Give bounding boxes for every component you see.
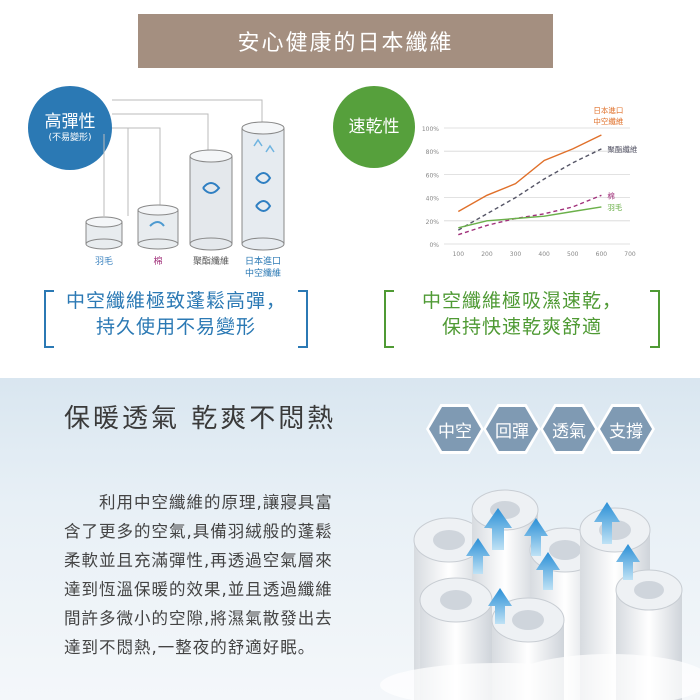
up-arrow-icon xyxy=(524,518,548,556)
tag-support-label: 支撐 xyxy=(600,407,652,451)
statement-elasticity-line1: 中空纖維極致蓬鬆高彈， xyxy=(65,290,286,312)
up-arrow-icon xyxy=(536,552,560,590)
warm-description: 利用中空纖維的原理,讓寢具富 含了更多的空氣,具備羽絨般的蓬鬆 柔軟並且充滿彈性… xyxy=(64,488,382,662)
series-line xyxy=(458,206,602,229)
y-tick-label: 20% xyxy=(426,219,440,226)
fiber-tubes-illustration xyxy=(380,489,700,700)
description-line: 間許多微小的空隙,將濕氣散發出去 xyxy=(64,609,333,628)
connector-lines xyxy=(103,99,263,216)
label-hollow-fiber-1: 日本進口 xyxy=(245,255,281,267)
label-hollow-fiber-2: 中空纖維 xyxy=(245,267,281,279)
y-tick-label: 80% xyxy=(426,149,440,156)
x-tick-label: 600 xyxy=(596,251,608,258)
bracket-left xyxy=(384,290,394,348)
description-line: 含了更多的空氣,具備羽絨般的蓬鬆 xyxy=(64,522,333,541)
description-line: 利用中空纖維的原理,讓寢具富 xyxy=(64,493,333,512)
top-banner: 安心健康的日本纖維 xyxy=(138,14,553,68)
x-tick-label: 300 xyxy=(510,251,522,258)
label-feather: 羽毛 xyxy=(95,255,113,267)
mist xyxy=(380,654,700,700)
tag-resilience-label: 回彈 xyxy=(486,407,538,451)
up-arrow-icon xyxy=(466,538,490,574)
elasticity-badge-subtitle: (不易變形) xyxy=(48,133,92,143)
bracket-right xyxy=(650,290,660,348)
y-tick-label: 0% xyxy=(429,242,439,249)
description-line: 達到恆溫保暖的效果,並且透過纖維 xyxy=(64,580,333,599)
series-label: 聚酯纖維 xyxy=(607,144,637,154)
quickdry-badge: 速乾性 xyxy=(333,86,415,168)
bracket-left xyxy=(44,290,54,348)
series-label: 中空纖維 xyxy=(593,116,623,126)
statement-elasticity: 中空纖維極致蓬鬆高彈， 持久使用不易變形 xyxy=(40,288,312,348)
cylinder-feather xyxy=(85,216,123,250)
quickdry-chart: 0% 20% 40% 60% 80% 100% 100 200 300 400 500 600 700 日… xyxy=(422,105,638,258)
label-cotton: 棉 xyxy=(153,255,162,267)
cylinder-cotton xyxy=(137,204,179,250)
up-arrow-icon xyxy=(484,508,512,550)
x-tick-label: 200 xyxy=(481,251,493,258)
series-label: 日本進口 xyxy=(593,105,623,115)
statement-elasticity-line2: 持久使用不易變形 xyxy=(95,316,256,338)
tag-hollow-label: 中空 xyxy=(429,407,481,451)
tag-support: 支撐 xyxy=(597,404,655,454)
elasticity-illustration: 羽毛 棉 聚酯纖維 日本進口 中空纖維 xyxy=(85,99,285,279)
elasticity-badge-title: 高彈性 xyxy=(44,112,96,132)
x-tick-label: 100 xyxy=(453,251,465,258)
tag-breathable: 透氣 xyxy=(540,404,598,454)
airflow-arrows xyxy=(466,502,640,624)
cylinder-hollow-fiber xyxy=(241,121,285,251)
elasticity-badge: 高彈性 (不易變形) xyxy=(28,86,112,170)
up-arrow-icon xyxy=(594,502,620,544)
x-tick-label: 500 xyxy=(567,251,579,258)
statement-quickdry-line1: 中空纖維極吸濕速乾， xyxy=(421,290,622,312)
y-tick-label: 60% xyxy=(426,172,440,179)
banner-title: 安心健康的日本纖維 xyxy=(237,31,454,56)
cylinder-polyester xyxy=(189,149,233,251)
warm-title: 保暖透氣 乾爽不悶熱 xyxy=(64,404,337,434)
series-label: 羽毛 xyxy=(607,202,622,212)
description-line: 柔軟並且充滿彈性,再透過空氣層來 xyxy=(64,551,333,570)
statement-quickdry: 中空纖維極吸濕速乾， 保持快速乾爽舒適 xyxy=(380,288,664,348)
label-polyester: 聚酯纖維 xyxy=(193,255,229,267)
up-arrow-icon xyxy=(616,544,640,580)
y-tick-label: 100% xyxy=(422,126,439,133)
x-tick-label: 700 xyxy=(624,251,636,258)
up-arrow-icon xyxy=(488,588,512,624)
x-tick-label: 400 xyxy=(538,251,550,258)
series-line xyxy=(457,134,602,213)
series-line xyxy=(458,194,602,236)
y-tick-label: 40% xyxy=(426,196,440,203)
quickdry-badge-title: 速乾性 xyxy=(348,117,400,137)
statement-quickdry-line2: 保持快速乾爽舒適 xyxy=(441,316,602,338)
tag-breathable-label: 透氣 xyxy=(543,407,595,451)
description-line: 達到不悶熱,一整夜的舒適好眠。 xyxy=(64,638,316,657)
series-label: 棉 xyxy=(607,190,615,200)
bracket-right xyxy=(298,290,308,348)
